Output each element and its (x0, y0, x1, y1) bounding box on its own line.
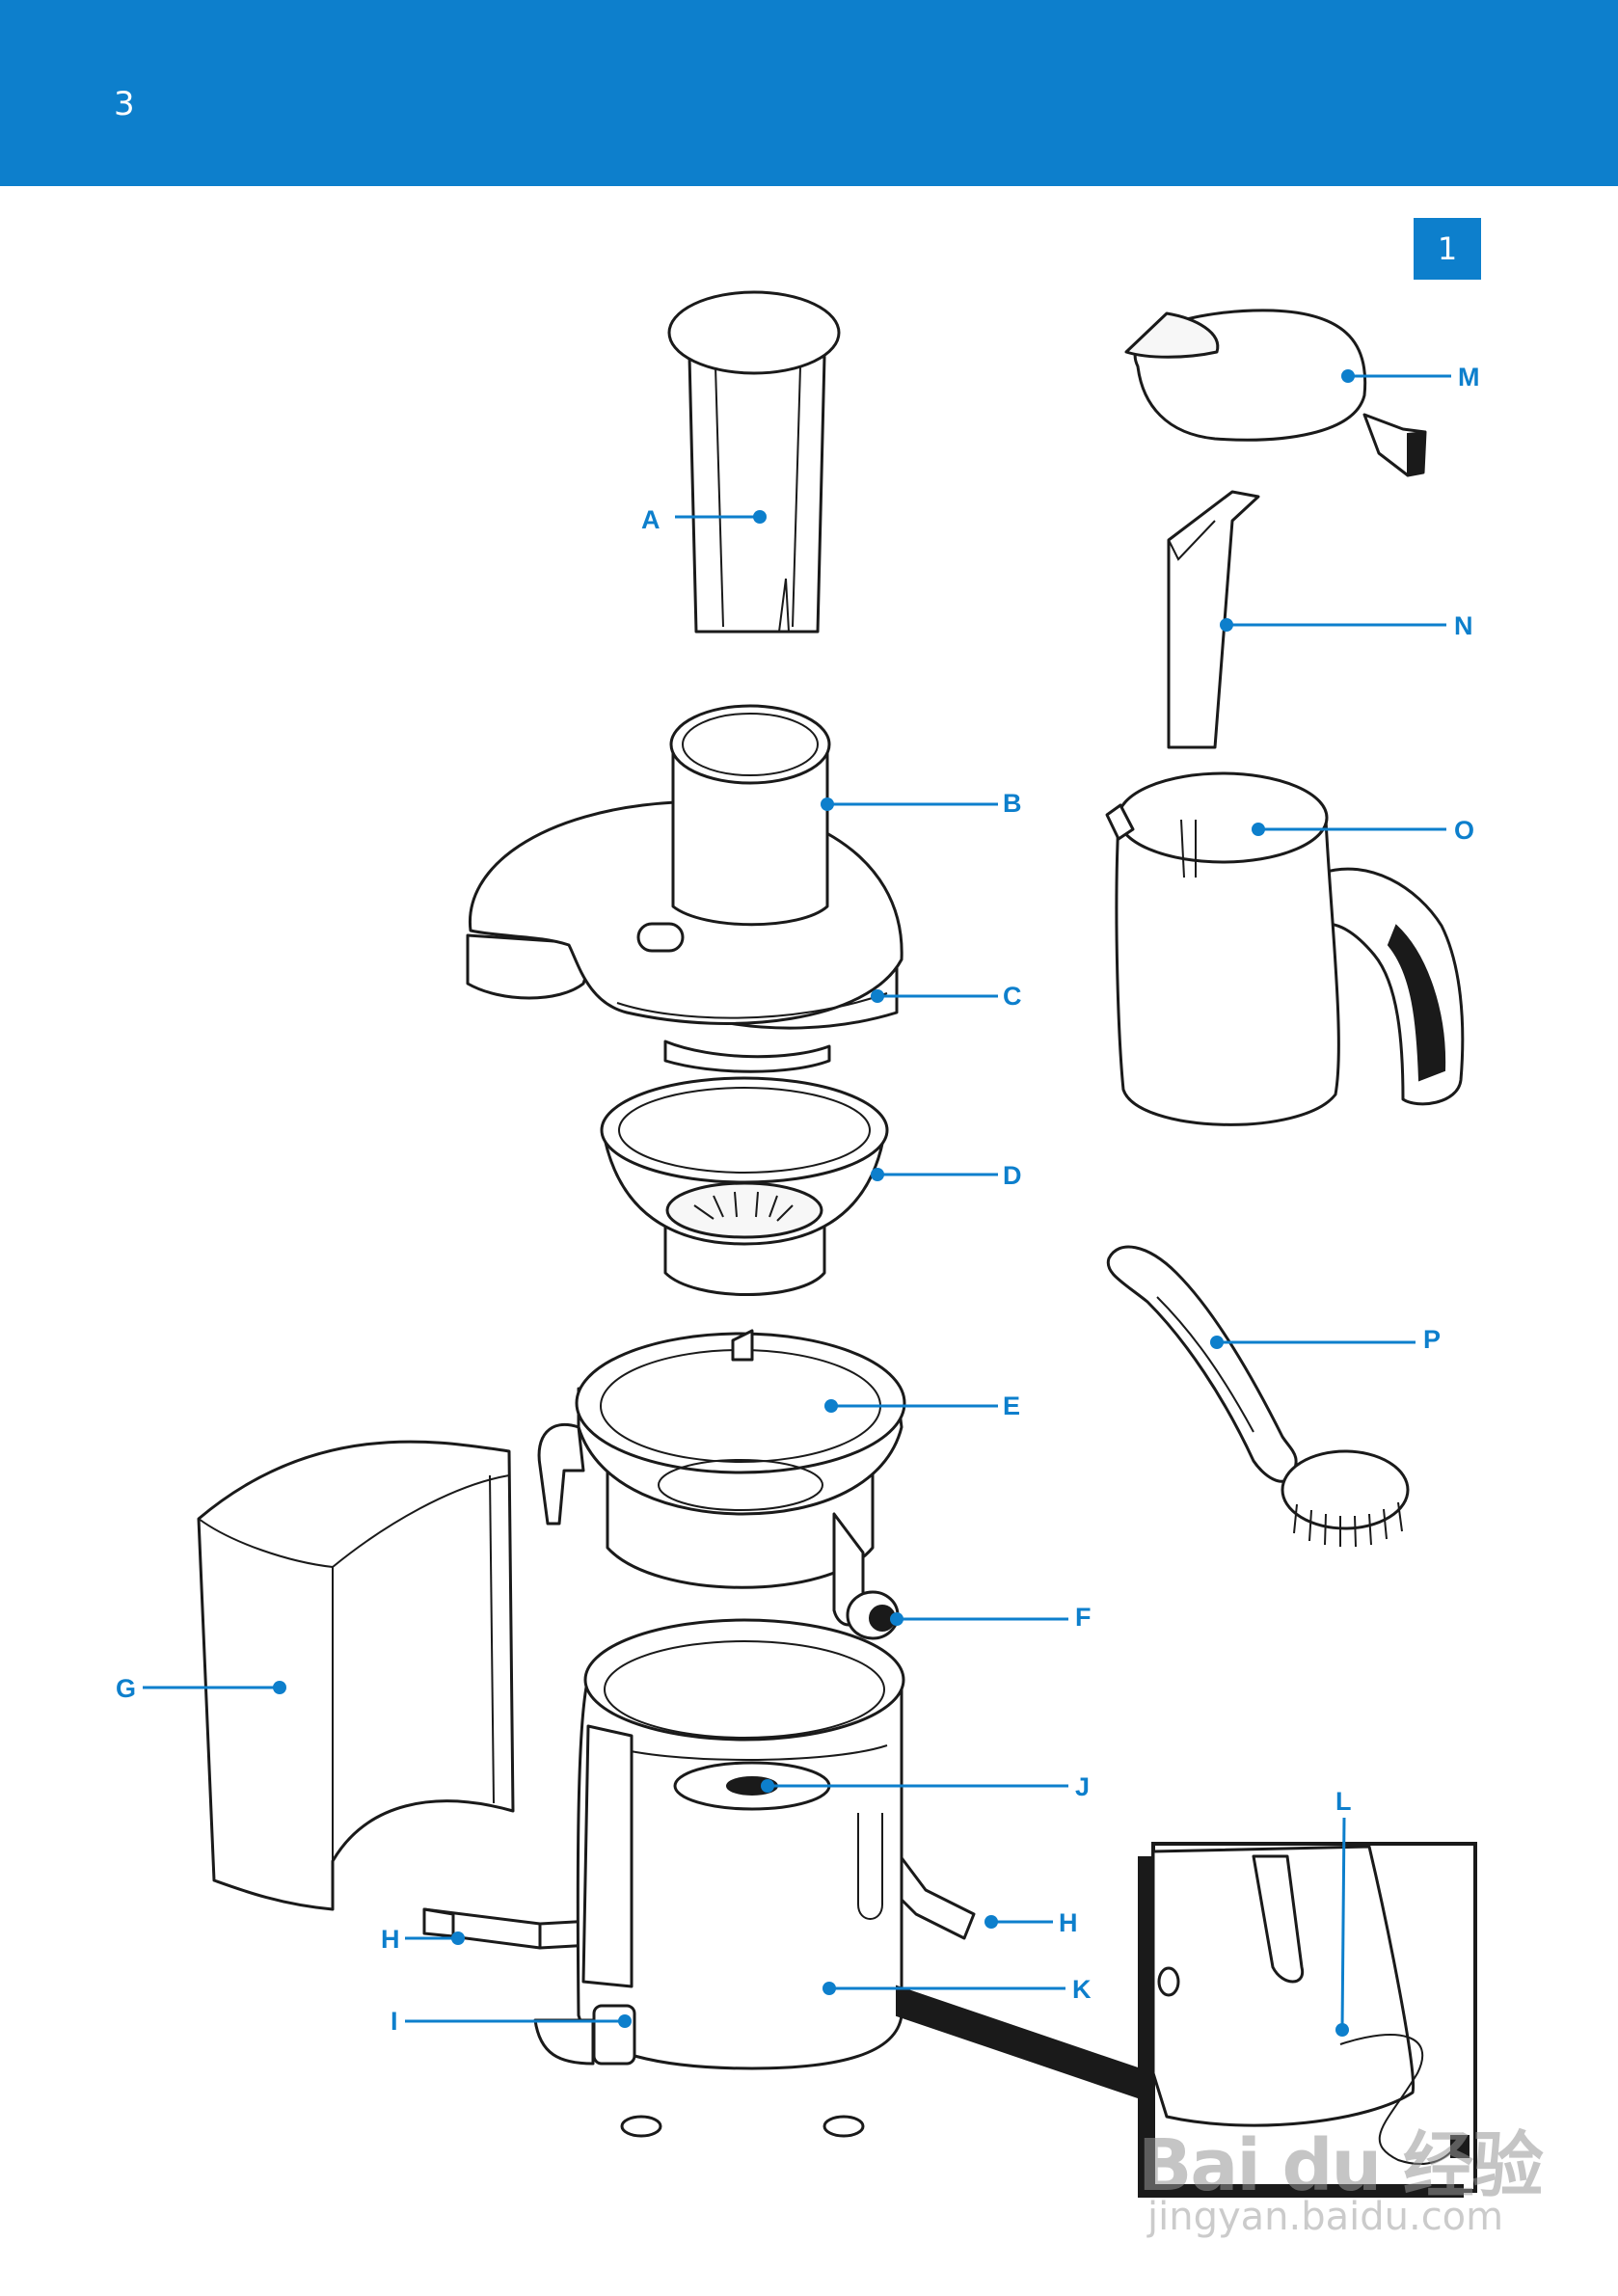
leader-lines (143, 369, 1451, 2037)
label-m: M (1458, 363, 1480, 392)
label-n: N (1454, 611, 1473, 640)
part-ef-juice-collector (537, 1329, 906, 1640)
label-b: B (1003, 789, 1022, 818)
part-a-pusher (667, 290, 841, 634)
figure-number-badge: 1 (1414, 218, 1481, 280)
leader-dot-o (1252, 823, 1265, 836)
label-o: O (1454, 816, 1474, 845)
leader-dot-a (753, 510, 767, 524)
label-f: F (1075, 1603, 1092, 1632)
leader-dot-e (824, 1399, 838, 1413)
label-j: J (1075, 1772, 1090, 1801)
part-d-filter (600, 1076, 889, 1296)
label-i: I (391, 2007, 398, 2036)
leader-dot-m (1341, 369, 1355, 383)
label-g: G (116, 1674, 136, 1703)
label-h-left: H (381, 1925, 400, 1954)
label-k: K (1072, 1975, 1092, 2004)
part-o-juice-jug (1105, 771, 1465, 1126)
leader-dot-k (822, 1982, 836, 1995)
label-l: L (1335, 1787, 1352, 1816)
leader-dot-i (618, 2014, 632, 2028)
leader-dot-b (821, 797, 834, 811)
label-p: P (1423, 1325, 1441, 1354)
label-c: C (1003, 982, 1022, 1011)
part-m-jug-lid (1124, 309, 1427, 477)
part-bc-cover (466, 704, 903, 1073)
leader-dot-f (890, 1612, 903, 1626)
leader-dot-c (871, 989, 884, 1003)
leader-dot-h-right (984, 1915, 998, 1929)
leader-dot-p (1210, 1336, 1224, 1349)
leader-dot-g (273, 1681, 286, 1694)
leader-dot-n (1220, 618, 1233, 632)
leader-dot-l (1335, 2023, 1349, 2037)
leader-line-l (1340, 1817, 1346, 2031)
watermark-url: jingyan.baidu.com (1147, 2195, 1504, 2239)
header-bar (0, 0, 1618, 186)
label-a: A (641, 505, 661, 534)
part-p-cleaning-brush (1106, 1245, 1410, 1548)
inset-cord-storage (1138, 1842, 1477, 2198)
page-number: 3 (114, 85, 135, 123)
part-g-pulp-container (197, 1440, 515, 1911)
label-e: E (1003, 1391, 1020, 1420)
label-h-right: H (1059, 1908, 1078, 1937)
watermark-logo: Bai du 经验 (1138, 2124, 1544, 2207)
leader-dot-h-left (451, 1931, 465, 1945)
leader-dot-d (871, 1168, 884, 1181)
leader-dot-j (761, 1779, 774, 1793)
part-n-froth-separator (1167, 490, 1260, 749)
zoom-callout (896, 1985, 1139, 2099)
label-d: D (1003, 1161, 1022, 1190)
